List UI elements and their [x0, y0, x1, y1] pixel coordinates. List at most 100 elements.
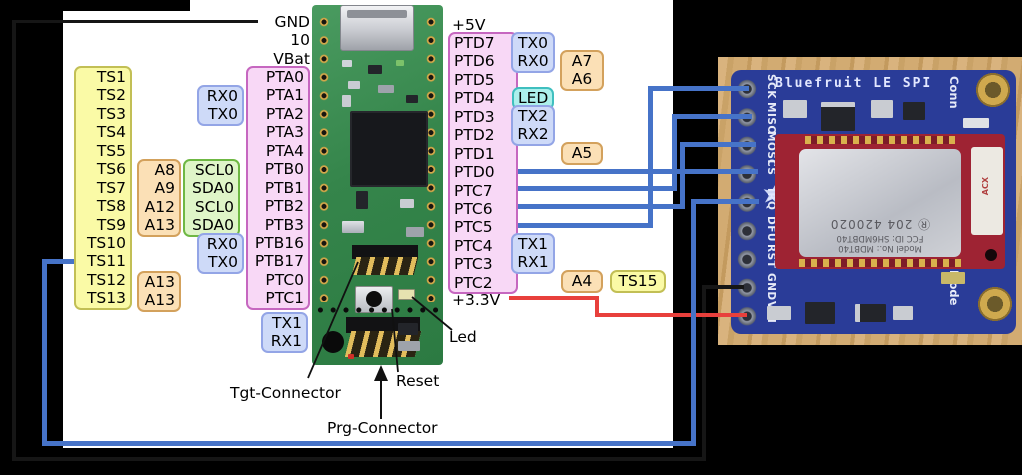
- bluefruit-pin-label: RST: [765, 244, 777, 269]
- pin-label: TS3: [96, 104, 126, 123]
- pin-label: TS8: [96, 197, 126, 216]
- pin-label: PTA3: [265, 123, 304, 142]
- wire-ptd0-cs: [500, 168, 758, 174]
- wire-ts11-bottom: [42, 441, 696, 446]
- pin-label: PTB1: [264, 178, 304, 197]
- pin-label: PTD3: [454, 107, 495, 126]
- component: [406, 227, 424, 237]
- annotation-tgt-connector: Tgt-Connector: [230, 384, 341, 402]
- pin-label: PTD7: [454, 34, 495, 52]
- pin-label: SDA0: [192, 179, 234, 198]
- module-carrier-board: Model No.: MDBT40 FCC ID: SH6MDBT40 Ⓡ 20…: [775, 134, 1005, 269]
- pin-label: PTD4: [454, 89, 495, 108]
- component: [821, 102, 855, 131]
- component: [783, 100, 807, 118]
- component: [348, 81, 360, 89]
- pin-label: A9: [154, 179, 175, 198]
- wire-gnd-left: [12, 19, 16, 461]
- pin-label: PTB16: [254, 233, 304, 252]
- teensy-board-photo: [312, 5, 443, 365]
- castellation-top: [805, 136, 955, 144]
- pin-label: TS13: [86, 289, 126, 308]
- pin-label: PTD0: [454, 163, 495, 182]
- pin-label: PTB2: [264, 197, 304, 216]
- pin-label: SCL0: [194, 197, 234, 216]
- pin-label: PTC2: [454, 273, 493, 292]
- pin-label: RX0: [517, 52, 549, 71]
- wire-irq-h: [691, 199, 759, 204]
- component: [903, 102, 925, 120]
- pin-label: A6: [571, 70, 593, 89]
- pin-label: PTD6: [454, 52, 495, 71]
- annotation-led: Led: [449, 328, 477, 346]
- component: [378, 85, 394, 93]
- wire-33v-h1: [509, 296, 599, 300]
- conn-label: Conn: [947, 76, 961, 109]
- pin-label: TS10: [86, 233, 126, 252]
- wire-sck-h: [648, 85, 749, 91]
- led-silver: [963, 118, 989, 128]
- pin-box-a5: A5: [561, 142, 603, 165]
- pin-label: RX0: [206, 87, 238, 105]
- pin-label: TS7: [96, 178, 126, 197]
- usb-connector: [340, 5, 414, 51]
- pin-label: PTC5: [454, 218, 493, 237]
- component: [893, 306, 913, 320]
- annotation-reset: Reset: [396, 372, 440, 390]
- pin-label: 10: [290, 31, 310, 50]
- pin-label: PTC3: [454, 255, 493, 274]
- pin-label: PTC7: [454, 181, 493, 200]
- pin-label: SDA0: [192, 216, 234, 235]
- pin-label: VBat: [273, 49, 310, 68]
- wire-gnd-bottom: [12, 457, 706, 461]
- pin-label: RX1: [270, 332, 302, 351]
- bluefruit-pin-label: MISO: [765, 102, 777, 136]
- pin-label: PTA2: [265, 104, 304, 123]
- solder-dots-row: [314, 305, 442, 315]
- component: [356, 191, 368, 209]
- top-black-bar: [0, 0, 190, 11]
- pin-label: PTA0: [265, 68, 304, 86]
- component: [941, 272, 965, 284]
- wire-miso-h: [672, 114, 752, 119]
- shield-markings: Model No.: MDBT40 FCC ID: SH6MDBT40 Ⓡ 20…: [799, 216, 961, 253]
- component: [368, 65, 382, 74]
- component: [406, 95, 418, 103]
- mounting-hole: [322, 331, 344, 353]
- component: [398, 341, 420, 351]
- shield-marking-text: Ⓡ 204 420020: [829, 217, 931, 231]
- component: [342, 60, 352, 67]
- component: [855, 304, 886, 322]
- mcu-chip: [350, 111, 428, 187]
- power-33v-label: +3.3V: [452, 291, 501, 309]
- pin-label: PTA4: [265, 141, 304, 160]
- pin-label: PTD5: [454, 70, 495, 89]
- pin-label: A7: [571, 52, 593, 70]
- pin-label: SCL0: [194, 161, 234, 179]
- pin-label: A13: [144, 291, 175, 310]
- pin-label: PTC1: [265, 289, 304, 308]
- pin-label: TX2: [518, 107, 548, 125]
- pin-label: TX0: [518, 34, 548, 52]
- wire-33v-v: [595, 296, 599, 317]
- wire-ts11-stub: [45, 259, 75, 264]
- pin-box-a4: A4: [561, 270, 603, 293]
- wire-ptc5-h: [500, 222, 653, 228]
- bluefruit-pin-label: IRQ: [765, 187, 777, 211]
- tgt-connector-pins: [351, 257, 419, 275]
- pin-label: TS9: [96, 215, 126, 234]
- pin-label: PTD2: [454, 126, 495, 145]
- wire-ts11-left: [42, 259, 47, 446]
- pin-label: TX1: [518, 235, 548, 253]
- castellation-bottom: [799, 259, 961, 267]
